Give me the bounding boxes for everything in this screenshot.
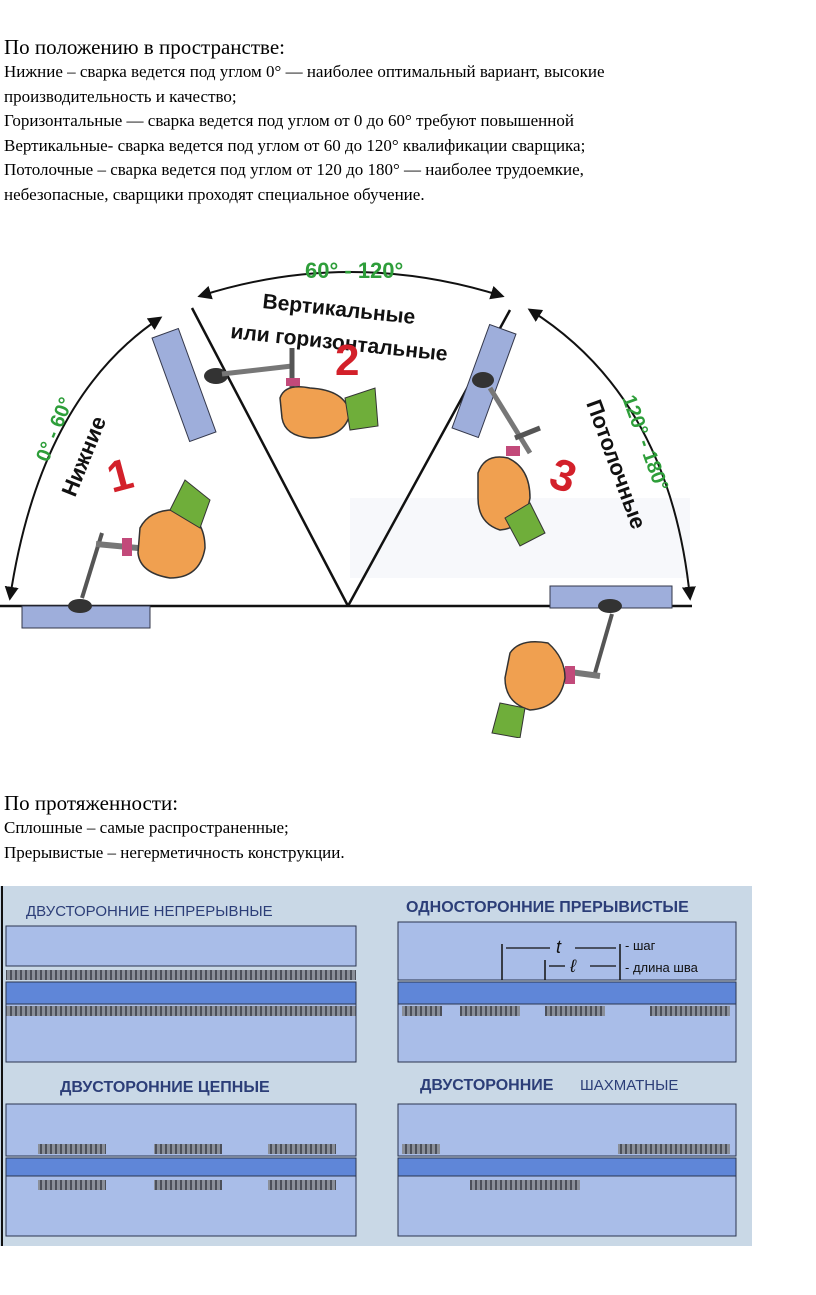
- l-symbol: ℓ: [569, 956, 577, 976]
- panel-title-4b: ШАХМАТНЫЕ: [580, 1077, 678, 1094]
- range-label-2: 60° - 120°: [305, 258, 403, 283]
- hand-holder-2: [221, 348, 379, 439]
- text-line: Вертикальные- сварка ведется под углом о…: [4, 135, 586, 155]
- text-line: Горизонтальные — сварка ведется под угло…: [4, 111, 574, 130]
- panel-title-4a: ДВУСТОРОННИЕ: [420, 1077, 554, 1094]
- weld-segment: [154, 1180, 222, 1190]
- weld-segment: [650, 1006, 730, 1016]
- heading-position: По положению в пространстве:: [4, 35, 285, 59]
- plate-2: [151, 327, 217, 443]
- text-line: Нижние – сварка ведется под углом 0° — н…: [4, 62, 605, 81]
- weld-seam: [6, 1006, 356, 1016]
- hand-holder-4: [491, 613, 614, 738]
- weld-segment: [470, 1180, 580, 1190]
- text-line: небезопасные, сварщики проходят специаль…: [4, 184, 425, 204]
- text-line: Прерывистые – негерметичность конструкци…: [4, 842, 345, 862]
- panel-title-2: ОДНОСТОРОННИЕ ПРЕРЫВИСТЫЕ: [406, 899, 689, 916]
- weld-segment: [38, 1144, 106, 1154]
- plate-middle: [5, 981, 357, 1005]
- weld-segment: [545, 1006, 605, 1016]
- weld-bead: [472, 372, 494, 388]
- weld-segment: [402, 1144, 440, 1154]
- plate-middle: [397, 981, 737, 1005]
- weld-bead: [68, 599, 92, 613]
- weld-segment: [268, 1144, 336, 1154]
- arc-1: [4, 316, 163, 601]
- welding-positions-figure: 0° - 60° Нижние 1 60° - 120° Вертикальны…: [0, 248, 702, 738]
- arc-2: [197, 271, 505, 300]
- panel-title-3: ДВУСТОРОННИЕ ЦЕПНЫЕ: [60, 1079, 270, 1096]
- hand-holder-1: [80, 479, 211, 599]
- panel-title-1: ДВУСТОРОННИЕ НЕПРЕРЫВНЫЕ: [26, 903, 273, 920]
- text-line: Сплошные – самые распространенные;: [4, 818, 289, 837]
- heading-length: По протяженности:: [4, 791, 179, 815]
- hand-holder-3: [477, 386, 546, 547]
- section-length: По протяженности: Сплошные – самые распр…: [4, 790, 804, 865]
- weld-segment: [38, 1180, 106, 1190]
- plate-middle: [5, 1157, 357, 1177]
- weld-types-figure: ДВУСТОРОННИЕ НЕПРЕРЫВНЫЕ ОДНОСТОРОННИЕ П…: [0, 886, 752, 1246]
- step-label: - шаг: [625, 938, 656, 953]
- weld-segment: [618, 1144, 730, 1154]
- arc-3: [527, 308, 696, 601]
- length-label: - длина шва: [625, 960, 699, 975]
- weld-segment: [268, 1180, 336, 1190]
- weld-segment: [402, 1006, 442, 1016]
- section-position: По положению в пространстве: Нижние – св…: [4, 34, 804, 207]
- weld-bead: [598, 599, 622, 613]
- t-symbol: t: [556, 937, 562, 957]
- text-line: производительность и качество;: [4, 86, 237, 106]
- plate-top: [397, 921, 737, 981]
- weld-segment: [460, 1006, 520, 1016]
- text-line: Потолочные – сварка ведется под углом от…: [4, 160, 584, 179]
- plate-middle: [397, 1157, 737, 1177]
- number-2: 2: [335, 336, 359, 385]
- weld-segment: [154, 1144, 222, 1154]
- weld-seam: [6, 970, 356, 980]
- divider-left: [190, 307, 350, 607]
- plate-top: [5, 925, 357, 967]
